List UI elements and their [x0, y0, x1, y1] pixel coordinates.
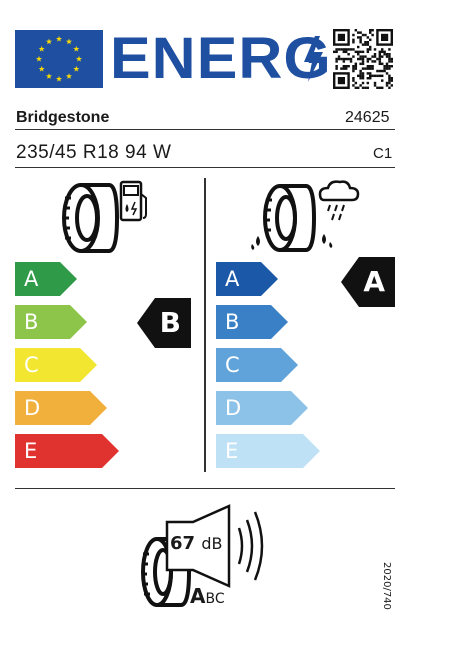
- fuel-rating-badge: B: [137, 298, 191, 348]
- wet-arrow-label: D: [225, 396, 242, 420]
- fuel-arrow-label: A: [24, 267, 39, 291]
- divider-line: [15, 129, 395, 130]
- wet-arrow-c: C: [216, 348, 298, 382]
- wet-arrow-label: A: [225, 267, 240, 291]
- divider-line: [15, 488, 395, 489]
- tyre-size: 235/45 R18 94 W: [16, 142, 172, 163]
- noise-class-active: A: [190, 584, 206, 608]
- eu-flag-icon: [15, 30, 103, 88]
- regulation-number: 2020/740: [381, 562, 392, 610]
- tyre-rain-cloud-icon: [251, 180, 360, 252]
- wet-arrow-label: E: [225, 439, 239, 463]
- wet-arrow-d: D: [216, 391, 308, 425]
- qr-code-icon[interactable]: [333, 29, 393, 89]
- noise-db-number: 67: [170, 533, 196, 554]
- noise-value: 67 dB: [170, 533, 222, 555]
- wet-grip-rating-label: A: [363, 265, 385, 298]
- wet-arrow-label: C: [225, 353, 240, 377]
- lightning-bolt-icon: [304, 36, 323, 82]
- fuel-rating-label: B: [159, 306, 181, 339]
- brand-name: Bridgestone: [16, 109, 110, 126]
- tyre-class: C1: [373, 145, 393, 162]
- wet-grip-rating-badge: A: [341, 257, 395, 307]
- divider-line: [15, 167, 395, 168]
- fuel-arrow-e: E: [15, 434, 119, 468]
- fuel-arrow-label: B: [24, 310, 39, 334]
- noise-db-unit: dB: [201, 534, 223, 553]
- wet-arrow-label: B: [225, 310, 240, 334]
- wet-arrow-a: A: [216, 262, 278, 296]
- fuel-arrow-label: E: [24, 439, 38, 463]
- vertical-divider: [204, 178, 206, 472]
- energy-label-title: ENERG: [110, 26, 332, 91]
- fuel-arrow-d: D: [15, 391, 107, 425]
- noise-class: ABC: [190, 584, 225, 611]
- tyre-type-code: 24625: [345, 109, 390, 126]
- wet-arrow-e: E: [216, 434, 320, 468]
- noise-class-others: BC: [205, 591, 225, 607]
- tyre-speaker-icon: [141, 504, 264, 607]
- fuel-arrow-a: A: [15, 262, 77, 296]
- fuel-arrow-b: B: [15, 305, 87, 339]
- wet-arrow-b: B: [216, 305, 288, 339]
- fuel-arrow-label: C: [24, 353, 39, 377]
- fuel-arrow-c: C: [15, 348, 97, 382]
- tyre-fuel-pump-icon: [62, 180, 147, 253]
- fuel-arrow-label: D: [24, 396, 41, 420]
